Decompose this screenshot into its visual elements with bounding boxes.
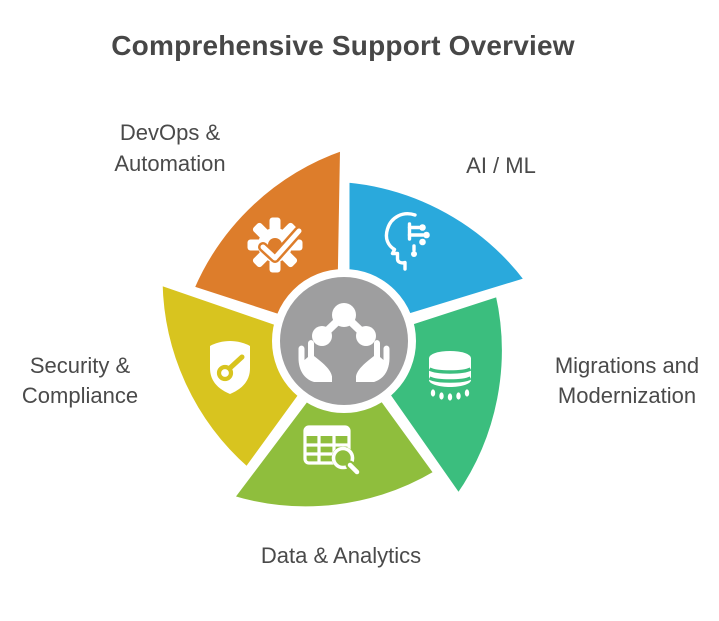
ai-head-circuit-icon: [384, 212, 430, 271]
hands-holding-molecule-icon: [298, 303, 390, 382]
page-title: Comprehensive Support Overview: [111, 30, 575, 61]
label-migrations-modernization: Migrations and Modernization: [554, 353, 700, 408]
gear-checkmark-icon: [247, 217, 304, 273]
table-magnifier-icon: [303, 425, 362, 477]
label-ai-ml: AI / ML: [466, 153, 536, 178]
database-migration-icon: [428, 351, 472, 401]
label-security-compliance: Security & Compliance: [21, 353, 139, 408]
wheel-blades: [157, 145, 530, 512]
center-hub: [272, 269, 416, 413]
label-devops-automation: DevOps & Automation: [114, 120, 226, 176]
shield-key-icon: [210, 341, 250, 394]
label-data-analytics: Data & Analytics: [260, 543, 422, 568]
